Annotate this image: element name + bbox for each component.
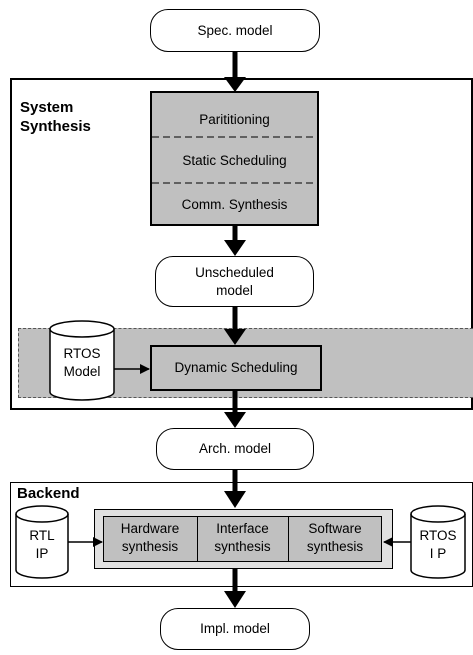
hardware-synthesis-line1: Hardware bbox=[120, 521, 180, 536]
rtos-model-line1: RTOS bbox=[63, 346, 101, 361]
rtos-model-label: RTOS Model bbox=[50, 345, 114, 381]
rtl-ip-label: RTL IP bbox=[16, 527, 68, 563]
interface-synthesis-line2: synthesis bbox=[214, 539, 271, 554]
unscheduled-model-node: Unscheduled model bbox=[155, 256, 314, 307]
unscheduled-model-line1: Unscheduled bbox=[195, 264, 274, 280]
impl-model-label: Impl. model bbox=[200, 621, 270, 636]
interface-synthesis-label: Interface synthesis bbox=[197, 521, 288, 555]
backend-title: Backend bbox=[17, 485, 80, 502]
flow-arrow-spec-to-synthesis bbox=[224, 52, 246, 92]
system-synthesis-title: System Synthesis bbox=[20, 98, 91, 136]
rtos-ip-line2: I P bbox=[429, 546, 447, 561]
backend-inner-block bbox=[103, 516, 382, 562]
rtl-ip-line1: RTL bbox=[29, 528, 55, 543]
rtos-ip-line1: RTOS bbox=[419, 528, 457, 543]
system-synthesis-title-line2: Synthesis bbox=[20, 118, 91, 135]
software-synthesis-line2: synthesis bbox=[306, 539, 364, 554]
static-scheduling-label: Static Scheduling bbox=[182, 153, 287, 168]
rtos-ip-cylinder bbox=[410, 505, 466, 579]
impl-model-node: Impl. model bbox=[160, 608, 310, 650]
dynamic-scheduling-box bbox=[150, 345, 322, 391]
flow-arrow-backend-to-impl bbox=[224, 569, 246, 608]
comm-synthesis-label: Comm. Synthesis bbox=[181, 197, 288, 212]
flow-arrow-unscheduled-to-dynamic bbox=[224, 307, 246, 345]
unscheduled-model-line2: model bbox=[216, 282, 253, 298]
rtos-model-line2: Model bbox=[63, 364, 101, 379]
arch-model-label: Arch. model bbox=[198, 441, 272, 456]
spec-model-label: Spec. model bbox=[197, 22, 273, 38]
spec-model-node: Spec. model bbox=[150, 9, 320, 52]
arch-model-node: Arch. model bbox=[156, 428, 314, 470]
partitioning-label: Parititioning bbox=[199, 112, 270, 127]
flow-arrow-dynamic-to-arch bbox=[224, 391, 246, 428]
flow-arrow-synthesis-to-unscheduled bbox=[224, 226, 246, 256]
interface-synthesis-line1: Interface bbox=[216, 521, 269, 536]
rtos-model-cylinder bbox=[49, 320, 115, 401]
software-synthesis-line1: Software bbox=[308, 521, 362, 536]
system-synthesis-title-line1: System bbox=[20, 99, 74, 116]
system-synthesis-block bbox=[150, 91, 319, 226]
backend-divider-2 bbox=[288, 516, 289, 562]
hardware-synthesis-label: Hardware synthesis bbox=[103, 521, 197, 555]
rtos-ip-label: RTOS I P bbox=[411, 527, 465, 563]
backend-divider-1 bbox=[197, 516, 198, 562]
hardware-synthesis-line2: synthesis bbox=[121, 539, 179, 554]
dynamic-scheduling-label: Dynamic Scheduling bbox=[174, 360, 298, 375]
flow-arrow-arch-to-backend bbox=[224, 470, 246, 508]
rtl-ip-cylinder bbox=[15, 505, 69, 579]
software-synthesis-label: Software synthesis bbox=[288, 521, 382, 555]
rtl-ip-line2: IP bbox=[35, 546, 49, 561]
